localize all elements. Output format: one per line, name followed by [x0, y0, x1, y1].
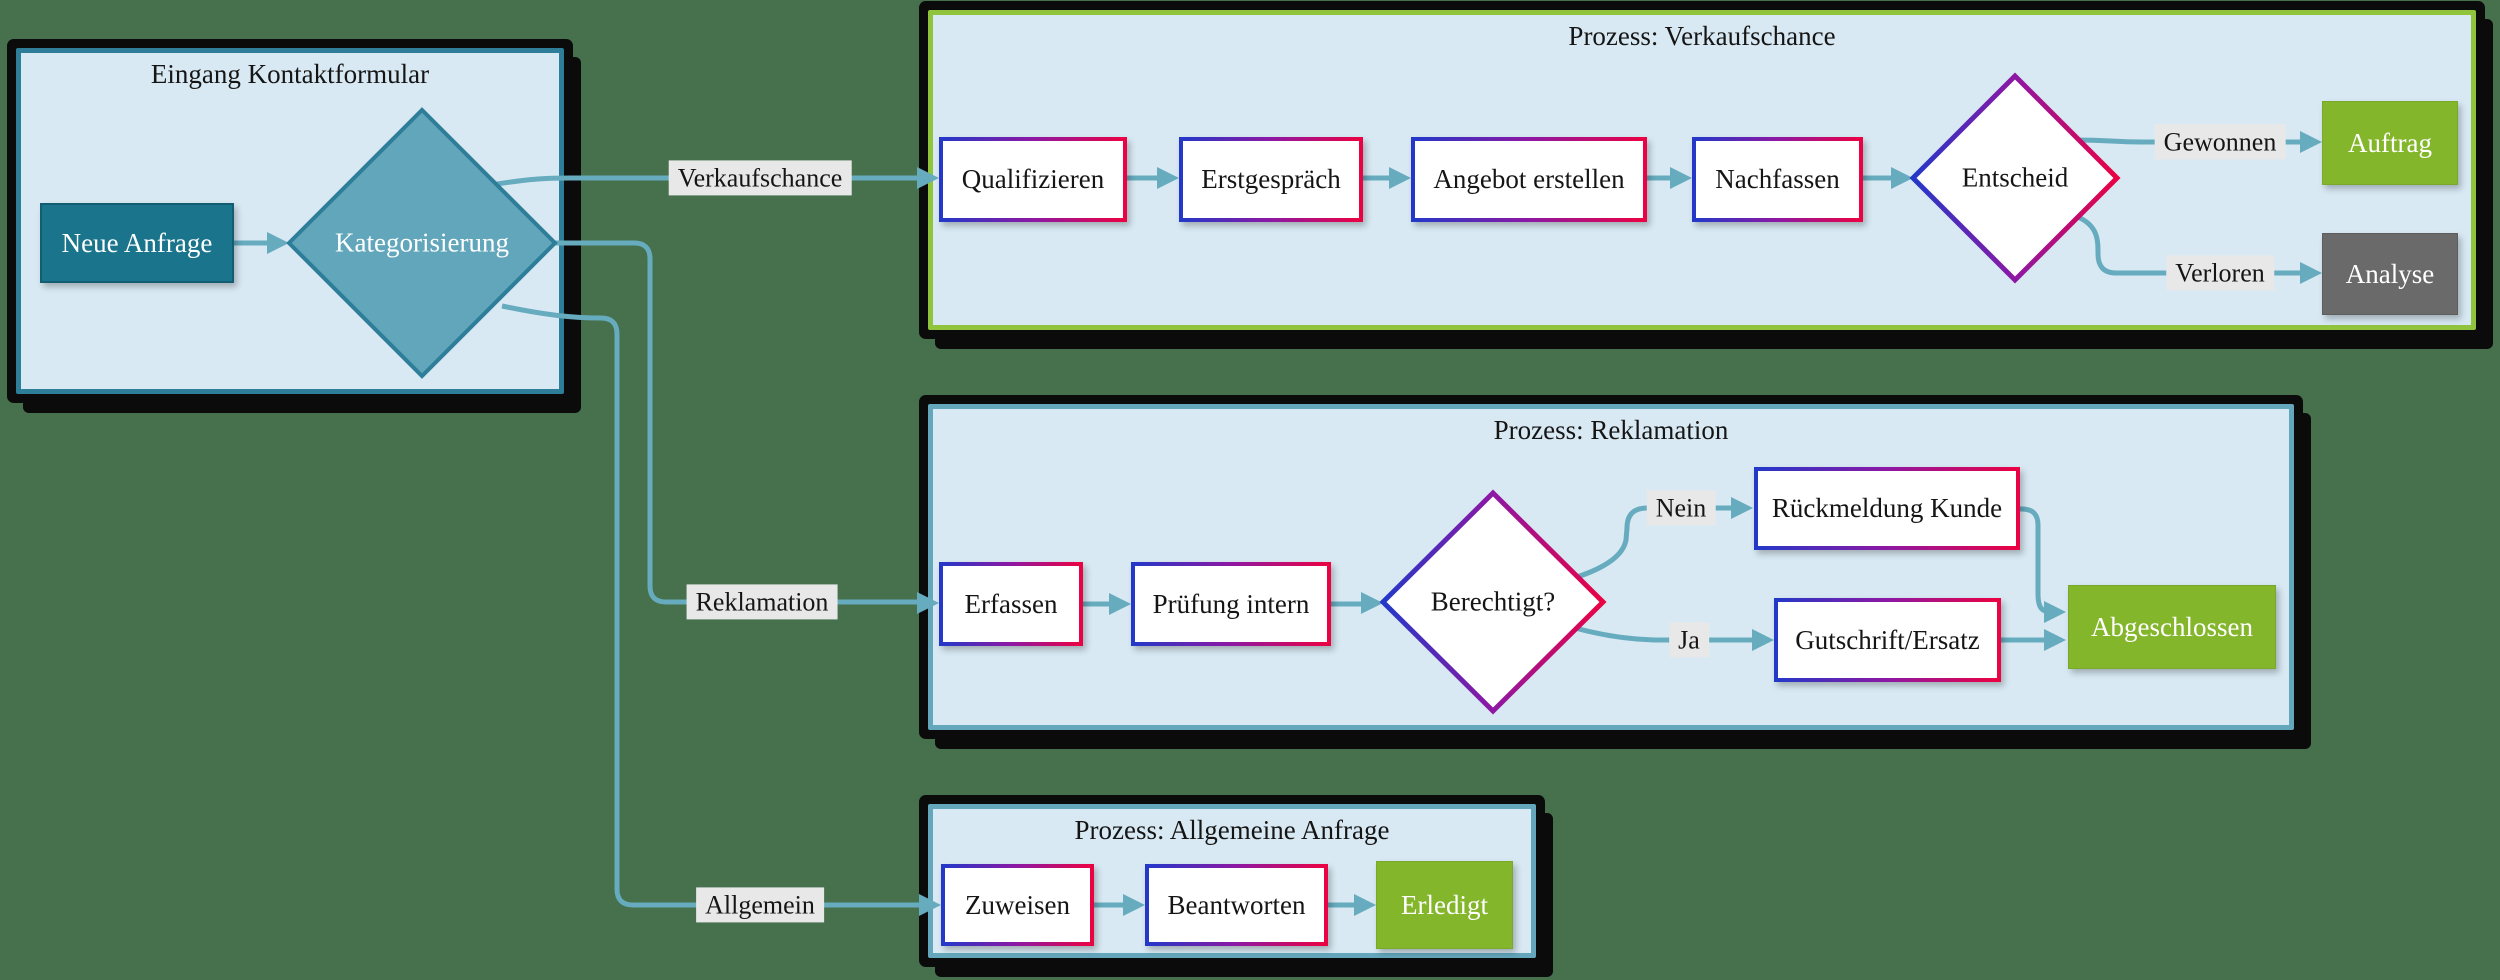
- container-title-reklamation: Prozess: Reklamation: [1493, 415, 1729, 445]
- edge-label-ja: Ja: [1669, 622, 1709, 658]
- node-erstgespraech: Erstgespräch: [1179, 137, 1363, 222]
- node-entscheid-label: Entscheid: [1961, 162, 2069, 193]
- node-angebot-erstellen: Angebot erstellen: [1411, 137, 1647, 222]
- node-kategorisierung-label: Kategorisierung: [335, 227, 509, 258]
- node-nachfassen: Nachfassen: [1692, 137, 1863, 222]
- entscheid-diamond: [1909, 72, 2121, 284]
- node-beantworten: Beantworten: [1145, 864, 1328, 946]
- edge-entscheid-auftrag: [2076, 137, 2302, 145]
- node-neue-anfrage: Neue Anfrage: [40, 203, 234, 283]
- edge-label-allgemein: Allgemein: [696, 887, 824, 923]
- node-qualifizieren: Qualifizieren: [939, 137, 1127, 222]
- edge-label-verloren: Verloren: [2166, 255, 2274, 291]
- edge-entscheid-analyse: [2076, 214, 2302, 276]
- edge-kategorisierung-zuweisen: [501, 303, 919, 908]
- berechtigt-diamond: [1379, 489, 1607, 715]
- node-abgeschlossen: Abgeschlossen: [2068, 585, 2276, 669]
- node-gutschrift-ersatz: Gutschrift/Ersatz: [1774, 598, 2001, 682]
- container-title-allgemeine-anfrage: Prozess: Allgemeine Anfrage: [1074, 815, 1390, 845]
- edge-label-verkaufschance: Verkaufschance: [668, 160, 852, 196]
- edge-kategorisierung-erfassen: [555, 240, 917, 605]
- edge-berechtigt-gutschrift: [1574, 625, 1752, 643]
- kategorisierung-diamond: [286, 107, 558, 379]
- node-rueckmeldung-kunde: Rückmeldung Kunde: [1754, 467, 2020, 550]
- edge-kategorisierung-qualifizieren: [496, 175, 917, 187]
- node-zuweisen: Zuweisen: [941, 864, 1094, 946]
- edge-rueckmeldung-abgeschlossen: [2018, 506, 2047, 614]
- node-berechtigt-label: Berechtigt?: [1430, 586, 1556, 617]
- edge-label-reklamation: Reklamation: [686, 584, 838, 620]
- container-title-eingang: Eingang Kontaktformular: [150, 59, 430, 89]
- node-erfassen: Erfassen: [939, 562, 1083, 646]
- node-auftrag: Auftrag: [2322, 101, 2458, 185]
- edge-label-gewonnen: Gewonnen: [2154, 124, 2286, 160]
- node-pruefung-intern: Prüfung intern: [1131, 562, 1331, 646]
- container-title-verkaufschance: Prozess: Verkaufschance: [1568, 21, 1836, 51]
- edge-label-nein: Nein: [1646, 490, 1716, 526]
- node-analyse: Analyse: [2322, 233, 2458, 315]
- edge-berechtigt-rueckmeldung: [1576, 505, 1731, 580]
- node-erledigt: Erledigt: [1376, 861, 1513, 949]
- edge-arrowheads: [267, 131, 2322, 916]
